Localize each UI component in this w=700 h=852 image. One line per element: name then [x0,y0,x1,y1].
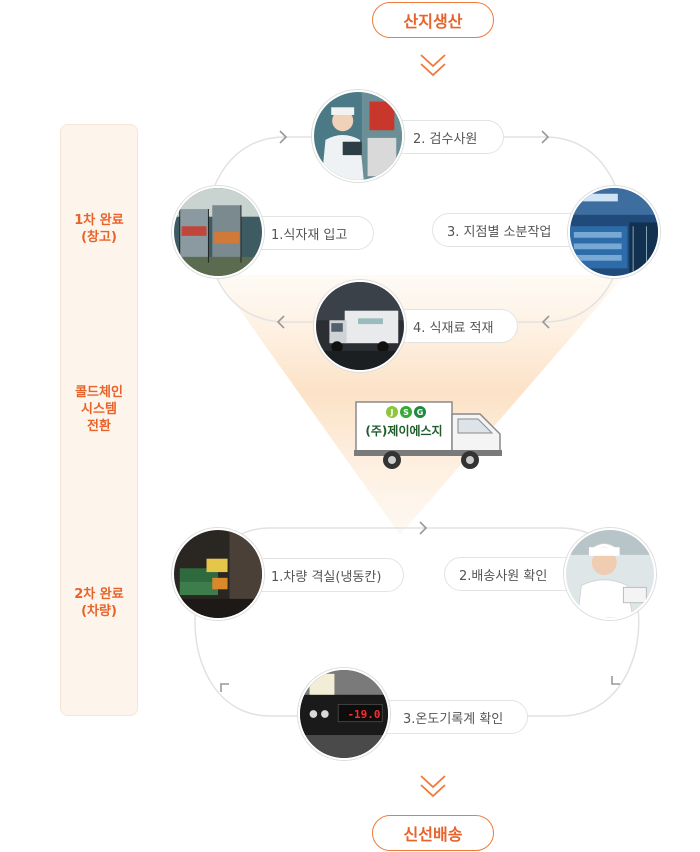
stage-label-vehicle: 2차 완료 (차량) [74,587,124,619]
step-label: 3. 지점별 소분작업 [447,224,552,240]
company-name: (주)제이에스지 [365,424,443,438]
step-label: 3.온도기록계 확인 [403,711,504,727]
photo-portioning [568,186,660,278]
pill-label: 신선배송 [403,825,463,844]
logo-letter: J [386,406,398,418]
arrow-right-icon [279,130,288,144]
photo-warehouse-intake [172,186,264,278]
thermometer-image [300,670,388,758]
step-label: 1.차량 격실(냉동칸) [271,569,382,585]
step-label: 2. 검수사원 [413,131,478,147]
source-production-pill: 산지생산 [372,2,494,38]
photo-vehicle-compartment [172,528,264,620]
step-label: 1.식자재 입고 [271,227,348,243]
arrow-left-icon [276,315,285,329]
warehouse-image [174,188,262,276]
temperature-readout: -19.0 [347,708,381,721]
stage-label-cold-chain: 콜드체인 시스템 전환 [75,385,123,434]
compartment-image [174,530,262,618]
stage-sidebar [60,124,138,716]
step-label: 4. 식재료 적재 [413,320,494,336]
loading-truck-image [316,282,404,370]
jsg-logo: J S G [386,406,426,418]
pill-label: 산지생산 [403,12,463,31]
photo-loading [314,280,406,372]
fresh-delivery-pill: 신선배송 [372,815,494,851]
photo-inspector [312,90,404,182]
inspector-image [314,92,402,180]
portioning-image [570,188,658,276]
photo-thermometer: -19.0 [298,668,390,760]
arrow-right-icon [541,130,550,144]
driver-image [566,530,654,618]
double-chevron-down-icon [420,54,446,77]
logo-letter: G [414,406,426,418]
photo-delivery-driver [564,528,656,620]
double-chevron-down-icon [420,775,446,798]
logo-letter: S [400,406,412,418]
stage-label-warehouse: 1차 완료 (창고) [74,213,124,245]
delivery-truck: J S G (주)제이에스지 [352,400,508,472]
arrow-right-icon [419,521,428,535]
cycle1-ring [205,136,625,323]
corner-arrow-icon [611,676,620,685]
corner-arrow-icon [220,683,229,692]
step-label: 2.배송사원 확인 [459,568,548,584]
arrow-left-icon [541,315,550,329]
